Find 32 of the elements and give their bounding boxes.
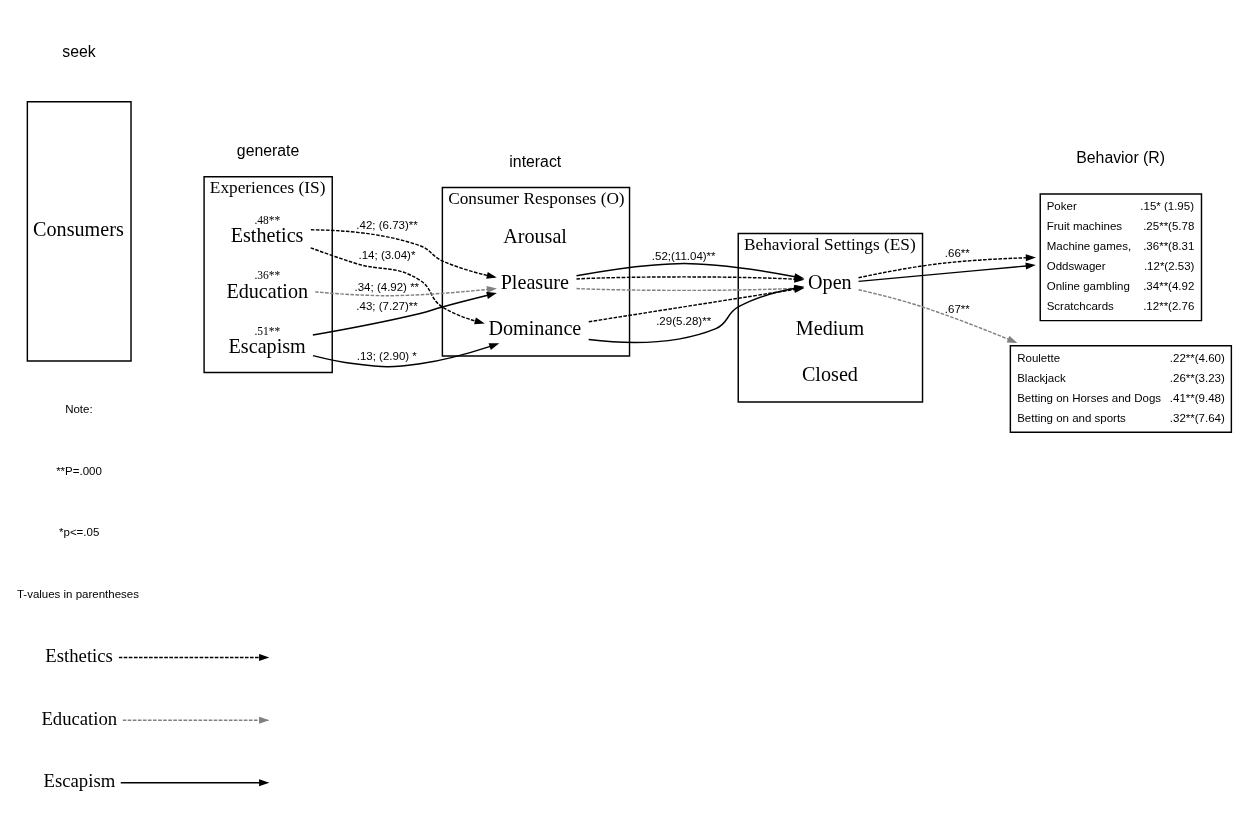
edge-label: .14; (3.04)* <box>358 249 416 262</box>
label: *p<=.05 <box>59 526 100 539</box>
legend-label: Escapism <box>43 770 116 792</box>
node-text: Pleasure <box>500 270 569 293</box>
edge-label: .42; (6.73)** <box>356 219 418 232</box>
edge-label: .29(5.28)** <box>656 314 712 327</box>
edge-label: .43; (7.27)** <box>356 299 418 312</box>
edge-label: .34; (4.92) ** <box>354 280 420 293</box>
legend-label: Education <box>41 707 118 729</box>
label: Behavior (R) <box>1076 149 1166 167</box>
node-text: Open <box>808 270 852 293</box>
edge-label: .13; (2.90) * <box>356 350 417 363</box>
label: interact <box>509 153 562 171</box>
node-text: Education <box>226 279 309 302</box>
legend-label: Esthetics <box>45 645 113 667</box>
label: generate <box>236 142 300 160</box>
edge-label: .52;(11.04)** <box>651 250 716 263</box>
label: **P=.000 <box>56 464 102 477</box>
node-label: .36** <box>254 269 281 282</box>
node-text: Medium <box>795 316 865 339</box>
node-text: Closed <box>801 363 858 386</box>
node-text: Escapism <box>228 335 306 358</box>
node-text: Arousal <box>503 224 567 247</box>
node-text: Dominance <box>488 316 582 339</box>
node-label: .51** <box>254 324 281 337</box>
label: seek <box>62 42 96 60</box>
label: T-values in parentheses <box>16 588 140 601</box>
label: Note: <box>65 402 93 415</box>
node-label: .48** <box>254 214 281 227</box>
node-text: Esthetics <box>230 224 304 247</box>
edge-label: .66** <box>944 247 970 260</box>
edge-label: .67** <box>944 303 970 316</box>
